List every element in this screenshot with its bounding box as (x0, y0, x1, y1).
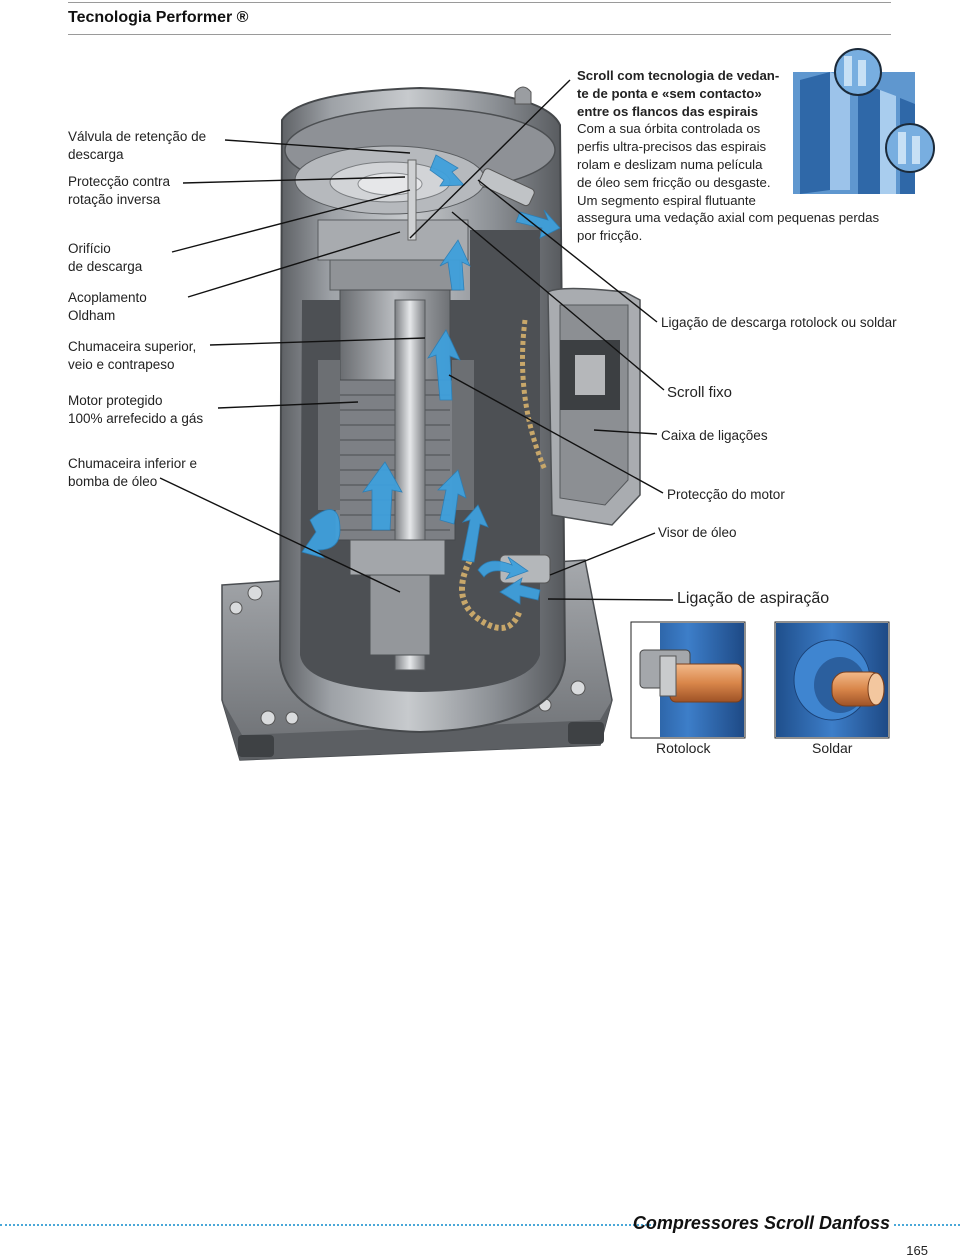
leader-lines (159, 79, 674, 601)
footer-dotted-rule-left (0, 1224, 655, 1226)
rotolock-inset (630, 621, 746, 739)
label-chumaceira-superior: Chumaceira superior,veio e contrapeso (68, 339, 197, 372)
label-ligacao-aspiracao: Ligação de aspiração (677, 590, 830, 607)
label-ligacao-descarga: Ligação de descarga rotolock ou soldar (661, 315, 897, 330)
scroll-description: Scroll com tecnologia de vedan- te de po… (577, 68, 880, 244)
label-visor-oleo: Visor de óleo (658, 525, 737, 540)
label-scroll-fixo: Scroll fixo (667, 384, 733, 401)
scroll-flank-detail (793, 48, 935, 194)
terminal-box (520, 287, 641, 526)
page-number: 165 (906, 1243, 928, 1258)
caption-soldar: Soldar (812, 740, 853, 756)
flow-arrows (301, 154, 561, 605)
header-rule-top (68, 2, 891, 3)
soldar-inset (774, 621, 890, 739)
header-rule-bottom (68, 34, 891, 35)
cutaway-interior (294, 145, 540, 692)
footer-dotted-rule-right (894, 1224, 960, 1226)
footer-title: Compressores Scroll Danfoss (632, 1213, 890, 1233)
caption-rotolock: Rotolock (656, 740, 711, 756)
label-caixa-ligacoes: Caixa de ligações (661, 428, 768, 443)
label-proteccao-motor: Protecção do motor (667, 487, 785, 502)
page-title: Tecnologia Performer ® (68, 9, 249, 26)
